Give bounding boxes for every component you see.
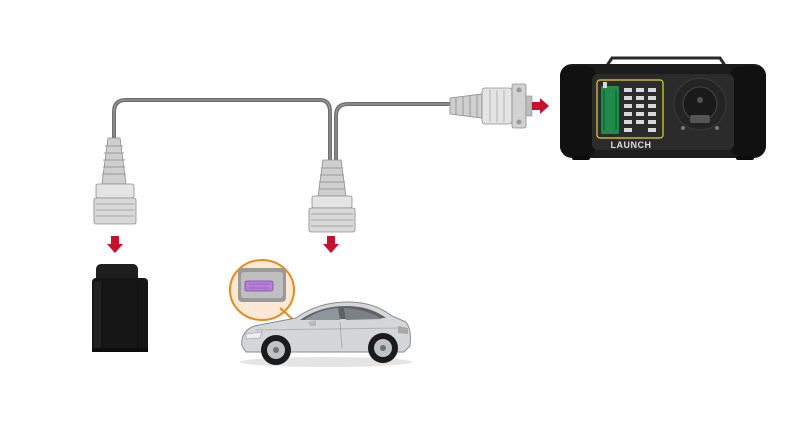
car-illustration bbox=[240, 301, 412, 367]
arrow-right-icon bbox=[532, 98, 549, 114]
obd-port-plug bbox=[244, 280, 274, 292]
cable-branch-left bbox=[112, 98, 332, 164]
arrow-down-icon bbox=[323, 236, 339, 253]
arrow-down-icon bbox=[107, 236, 123, 253]
device-brand-label: LAUNCH bbox=[611, 140, 652, 150]
cable-connector-obd bbox=[308, 159, 356, 233]
socket-outline bbox=[596, 79, 664, 139]
y-cable bbox=[112, 98, 454, 164]
cable-connector-vci bbox=[93, 137, 137, 225]
cable-branch-right bbox=[334, 102, 454, 164]
zif-socket bbox=[601, 86, 619, 134]
cable-connector-db bbox=[449, 83, 533, 129]
vci-dongle bbox=[92, 264, 148, 352]
obd-port-callout bbox=[229, 259, 297, 323]
key-programmer-device: LAUNCH bbox=[560, 56, 766, 160]
